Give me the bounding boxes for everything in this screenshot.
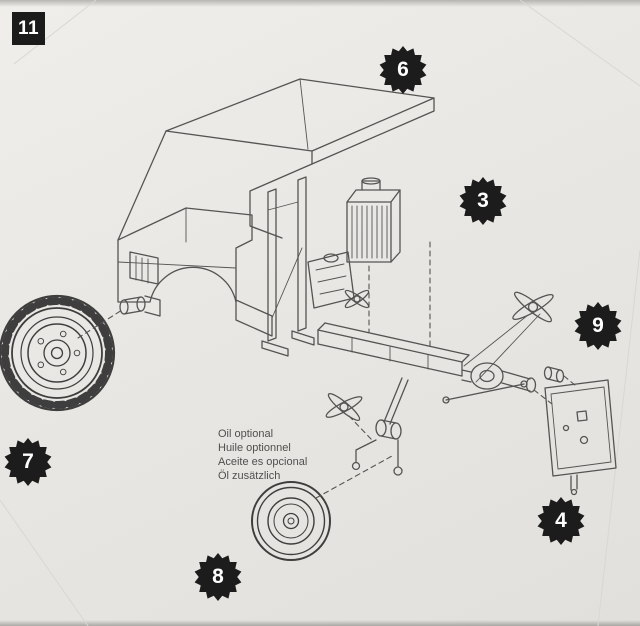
rear-axle-drawing bbox=[442, 362, 565, 404]
part-badge-number: 6 bbox=[397, 58, 409, 81]
part-badge-3: 3 bbox=[459, 177, 507, 225]
oil-note-line-en: Oil optional bbox=[218, 428, 274, 440]
chassis-drawing bbox=[317, 322, 470, 377]
step-number-badge: 11 bbox=[12, 12, 45, 45]
front-wheel-drawing bbox=[0, 294, 116, 412]
part-badge-number: 8 bbox=[212, 565, 224, 588]
roll-frame-drawing bbox=[261, 176, 315, 357]
oil-note-line-fr: Huile optionnel bbox=[218, 442, 291, 454]
part-badge-7: 7 bbox=[4, 438, 52, 486]
front-axle-drawing bbox=[351, 377, 409, 476]
part-badge-4: 4 bbox=[537, 497, 585, 545]
front-fender-drawing bbox=[117, 207, 273, 337]
mount-plate-drawing bbox=[544, 379, 617, 496]
oil-note-line-es: Aceite es opcional bbox=[218, 456, 308, 468]
oil-note: Oil optional Huile optionnel Aceite es o… bbox=[218, 427, 307, 483]
radiator-drawing bbox=[346, 177, 401, 263]
assembly-dashed-lines bbox=[77, 241, 577, 499]
front-axle-stub-drawing bbox=[119, 295, 161, 317]
part-badge-9: 9 bbox=[574, 302, 622, 350]
part-badge-6: 6 bbox=[379, 46, 427, 94]
part-badge-number: 9 bbox=[592, 314, 604, 337]
linkage-right-drawing bbox=[463, 291, 554, 383]
oil-note-line-de: Öl zusätzlich bbox=[218, 470, 281, 482]
rear-wheel-drawing bbox=[251, 481, 331, 561]
part-badge-number: 4 bbox=[555, 509, 567, 532]
step-number: 11 bbox=[17, 17, 40, 39]
body-shell-drawing bbox=[117, 78, 435, 241]
part-badge-8: 8 bbox=[194, 553, 242, 601]
part-badge-number: 7 bbox=[22, 450, 34, 473]
linkage-left-drawing bbox=[325, 393, 363, 421]
part-badge-number: 3 bbox=[477, 189, 489, 212]
